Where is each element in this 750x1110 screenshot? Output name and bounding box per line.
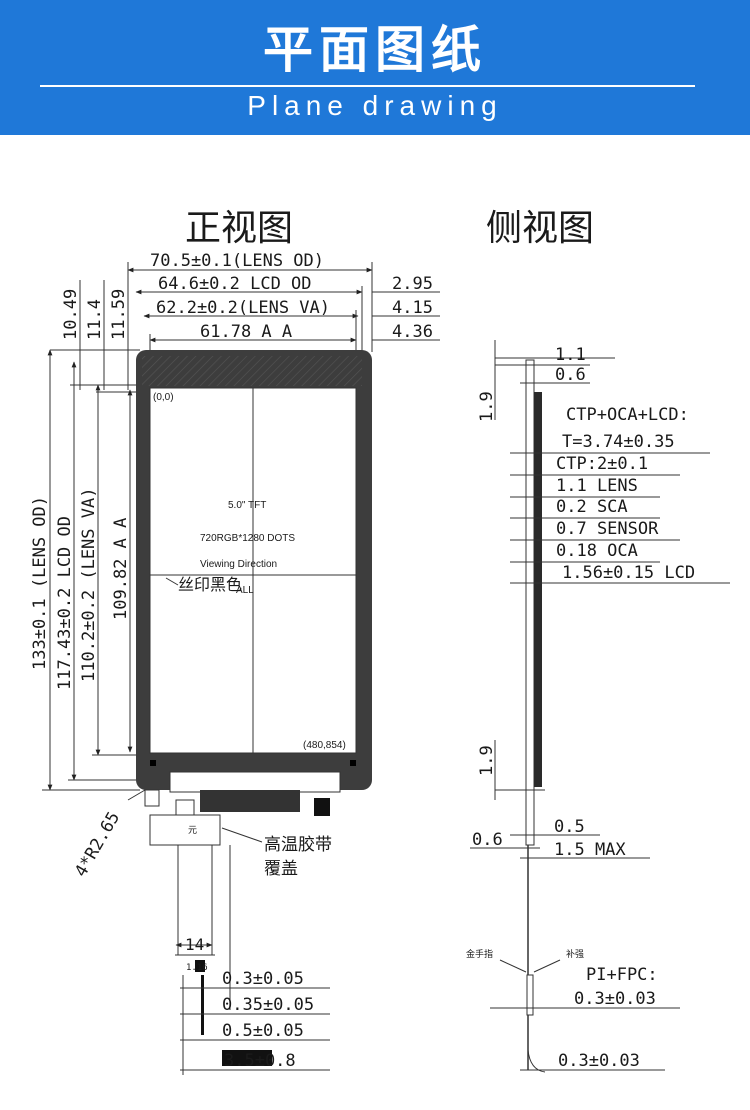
dim-aa-height: 109.82 A A [111,518,131,620]
side-top-dim-2: 0.6 [555,365,586,385]
tape-label-2: 覆盖 [264,859,298,879]
silk-leader [165,577,179,586]
dim-lcd-od-width: 64.6±0.2 LCD OD [158,274,312,294]
resolution-label: 720RGB*1280 DOTS [200,533,295,544]
dim-lens-od-height: 133±0.1 (LENS OD) [30,496,50,670]
side-fpc-end [527,1049,546,1073]
fpc-width-small-label: 1.16 [186,963,208,973]
end-label: (480,854) [303,740,346,751]
dim-aa-width: 61.78 A A [200,322,292,342]
page-subtitle: Plane drawing [247,90,503,121]
fpc-strip [201,975,204,1035]
dim-right-3: 4.36 [392,322,433,342]
stiffener-label: 补强 [566,948,584,960]
finger-label: 金手指 [466,948,493,960]
side-bottom-dim-2: 1.5 MAX [554,840,626,860]
stiffener-mark: 元 [188,826,197,836]
page-title: 平面图纸 [263,21,487,79]
dim-lens-od-width: 70.5±0.1(LENS OD) [150,251,324,271]
screen-size-label: 5.0" TFT [228,500,266,511]
corner-radius-label: 4*R2.65 [71,808,124,880]
side-view-title: 侧视图 [486,208,594,249]
tape-leader [221,827,263,843]
corner-mark-left [150,760,156,766]
fpc-dim-lines [180,975,330,1075]
dim-left-small-1: 10.49 [61,289,81,340]
bottom-frame [169,771,341,793]
fpc-dim-2: 0.35±0.05 [222,995,314,1015]
tape-label-1: 高温胶带 [264,835,332,855]
front-dim-lines-left [42,280,150,791]
side-left-dim-bottom: 1.9 [477,745,497,776]
header-banner: 平面图纸 Plane drawing [0,0,750,135]
fpc-stack-title: PI+FPC: [586,965,658,985]
side-top-dim-1: 1.1 [555,345,586,365]
fpc-tail [175,845,231,1010]
dim-lens-va-width: 62.2±0.2(LENS VA) [156,298,330,318]
dim-lcd-od-height: 117.43±0.2 LCD OD [55,516,75,690]
layer-sca: 0.2 SCA [556,497,628,517]
fpc-stiffener [222,1050,272,1066]
fpc-stack-dim-2: 0.3±0.03 [558,1051,640,1071]
fpc-dim-3: 0.5±0.05 [222,1021,304,1041]
side-dim-lines [470,340,730,1071]
top-hatch-area [142,356,362,386]
stiffener-area [149,814,221,846]
fpc-dim-1: 0.3±0.05 [222,969,304,989]
fpc-gold-finger [195,960,205,972]
layer-lens: 1.1 LENS [556,476,638,496]
stack-total: T=3.74±0.35 [562,432,675,452]
component-block [314,798,330,816]
side-bottom-dim-1: 0.5 [554,817,585,837]
side-left-dim-top: 1.9 [477,391,497,422]
layer-lcd: 1.56±0.15 LCD [562,563,695,583]
dim-right-1: 2.95 [392,274,433,294]
fpc-dim-4: 3.5±0.8 [224,1051,296,1071]
fpc-stack-dim-1: 0.3±0.03 [574,989,656,1009]
front-view-title: 正视图 [185,208,293,249]
stack-title: CTP+OCA+LCD: [566,405,689,425]
ic-bond [200,790,300,812]
side-left-dim-06: 0.6 [472,830,503,850]
layer-oca: 0.18 OCA [556,541,638,561]
dim-left-small-3: 11.59 [109,289,129,340]
component-left [175,799,195,817]
tab-left [144,789,160,807]
corner-mark-right [350,760,356,766]
radius-leader [127,789,146,801]
stiffener-leader [533,959,561,973]
layer-sensor: 0.7 SENSOR [556,519,659,539]
dim-left-small-2: 11.4 [85,299,105,340]
silk-print-label: 丝印黑色 [178,575,242,594]
viewing-direction-label: Viewing Direction [200,559,277,570]
origin-label: (0,0) [153,392,174,403]
dim-right-2: 4.15 [392,298,433,318]
side-lcd-stack [534,392,542,787]
fpc-width-label: 14 [185,935,204,954]
finger-leader [499,959,527,973]
viewing-direction-extra: ALL [236,585,254,596]
side-lens [525,359,535,846]
title-divider [40,85,695,87]
layer-ctp: CTP:2±0.1 [556,454,648,474]
side-stiffener [526,974,534,1016]
dim-lens-va-height: 110.2±0.2 (LENS VA) [79,488,99,682]
